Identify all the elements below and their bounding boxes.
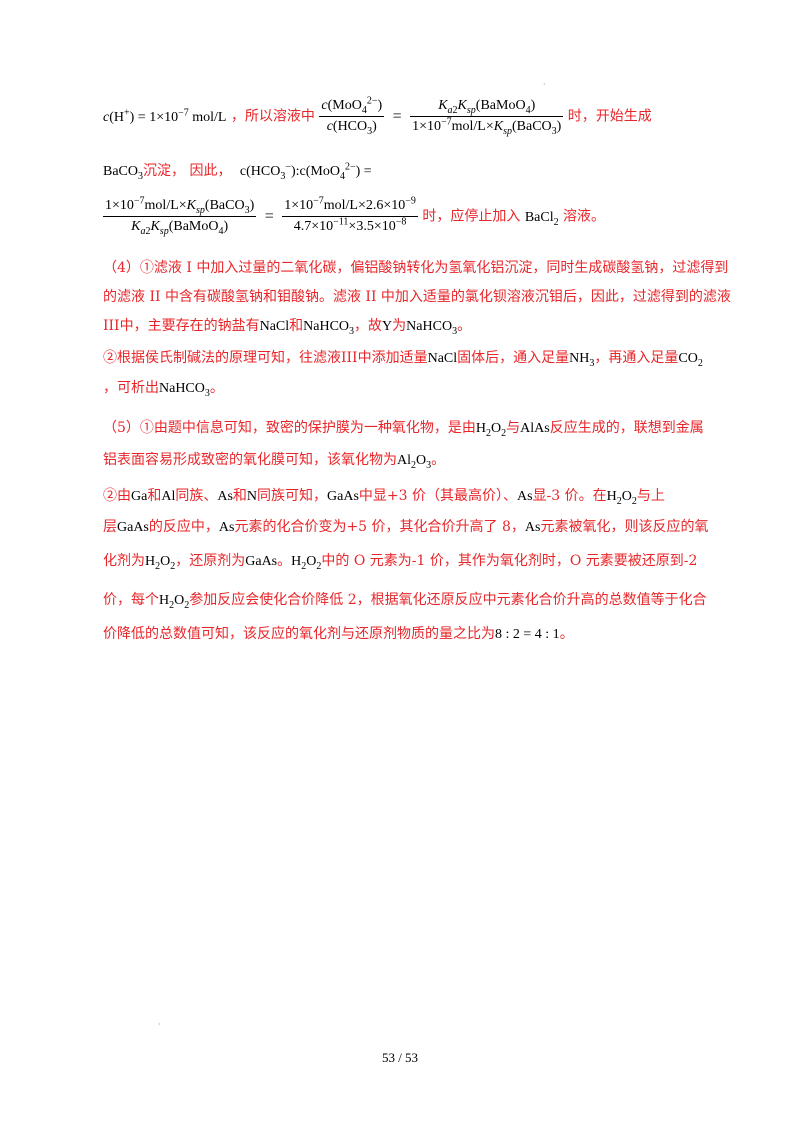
text-so-in-solution: ，所以溶液中: [230, 108, 315, 125]
scan-dot: ·: [543, 80, 546, 89]
ratio-formula: 8 : 2 = 4 : 1: [495, 627, 560, 642]
para5-line7: 价降低的总数值可知，该反应的氧化剂与还原剂物质的量之比为8 : 2 = 4 : …: [103, 626, 574, 642]
para4-line1: （4）①滤液 I 中加入过量的二氧化碳，偏铝酸钠转化为氢氧化铝沉淀，同时生成碳酸…: [103, 260, 729, 276]
ratio-fraction: c(MoO42−) c(HCO3): [319, 95, 385, 137]
equation-line-3: 1×10−7mol/L×Ksp(BaCO3) Ka2Ksp(BaMoO4) = …: [103, 195, 606, 237]
para5-line1: （5）①由题中信息可知，致密的保护膜为一种氧化物，是由H2O2与AlAs反应生成…: [103, 420, 704, 439]
text-solution: 溶液。: [563, 208, 606, 225]
proton-concentration: c(H+) = 1×10−7 mol/L: [103, 106, 227, 125]
para5-line4: 层GaAs的反应中，As元素的化合价变为+5 价，其化合价升高了 8，As元素被…: [103, 519, 709, 535]
page-number: 53 / 53: [381, 1050, 419, 1065]
text-precipitate-therefore: 沉淀， 因此，: [143, 163, 232, 179]
text-stop-adding: 时，应停止加入: [422, 208, 521, 225]
para4-line4: ②根据侯氏制碱法的原理可知，往滤液III中添加适量NaCl固体后，通入足量NH3…: [103, 350, 703, 369]
para4-line5: ，可析出NaHCO3。: [103, 380, 224, 399]
para5-line6: 价，每个H2O2参加反应会使化合价降低 2，根据氧化还原反应中元素化合价升高的总…: [103, 592, 707, 611]
para5-line5: 化剂为H2O2，还原剂为GaAs。H2O2中的 O 元素为-1 价，其作为氧化剂…: [103, 553, 698, 572]
para5-line3: ②由Ga和Al同族、As和N同族可知，GaAs中显+3 价（其最高价）、As显-…: [103, 488, 665, 507]
scan-dot: ·: [158, 1020, 161, 1029]
para4-line3: III中，主要存在的钠盐有NaCl和NaHCO3，故Y为NaHCO3。: [103, 318, 472, 337]
ion-ratio: c(HCO3−):c(MoO42−) =: [239, 161, 372, 182]
stop-fraction-numeric: 1×10−7mol/L×2.6×10−9 4.7×10−11×3.5×10−8: [282, 195, 418, 234]
text-start-forming: 时，开始生成: [567, 108, 652, 125]
stop-fraction-symbolic: 1×10−7mol/L×Ksp(BaCO3) Ka2Ksp(BaMoO4): [103, 195, 257, 237]
equation-line-1: c(H+) = 1×10−7 mol/L ，所以溶液中 c(MoO42−) c(…: [103, 95, 652, 137]
para5-line2: 铝表面容易形成致密的氧化膜可知，该氧化物为Al2O3。: [103, 452, 446, 471]
para4-line2: 的滤液 II 中含有碳酸氢钠和钼酸钠。滤液 II 中加入适量的氯化钡溶液沉钼后，…: [103, 289, 731, 305]
ka-ksp-fraction: Ka2Ksp(BaMoO4) 1×10−7mol/L×Ksp(BaCO3): [410, 98, 564, 137]
equation-line-2: BaCO3沉淀， 因此， c(HCO3−):c(MoO42−) =: [103, 161, 372, 182]
